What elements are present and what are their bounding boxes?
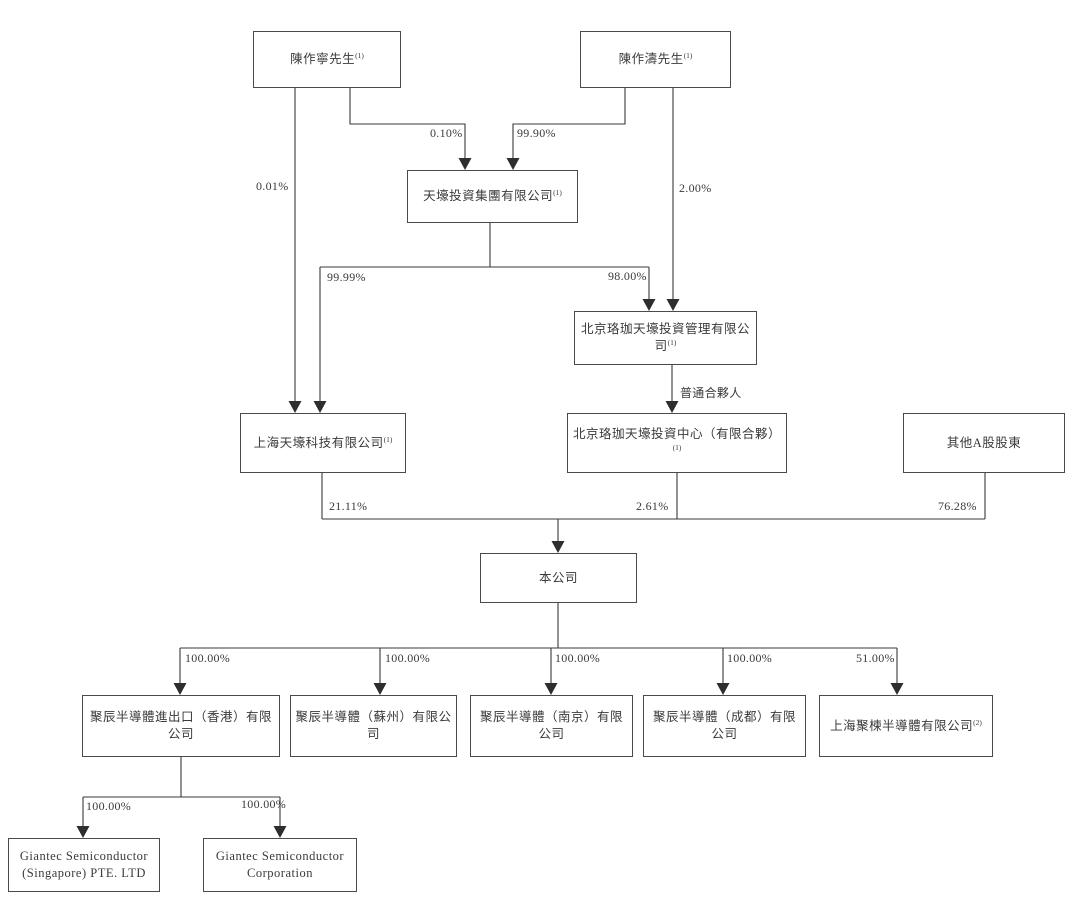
node-label: 陳作寧先生(1) xyxy=(290,50,364,67)
edge-label-chen-ning-group: 0.10% xyxy=(430,126,463,140)
node-shanghai-julian: 上海聚楝半導體有限公司(2) xyxy=(819,695,993,757)
edge-label-chen-ning-tech: 0.01% xyxy=(256,179,289,193)
node-label: 其他A股股東 xyxy=(946,435,1022,450)
edge-label-chen-tao-group: 99.90% xyxy=(517,126,556,140)
node-shanghai-tianhao-tech: 上海天壕科技有限公司(1) xyxy=(240,413,406,473)
edge-label-tech-company: 21.11% xyxy=(329,499,368,513)
edge-label-chen-tao-mgmt: 2.00% xyxy=(679,181,712,195)
node-label: 本公司 xyxy=(538,570,578,585)
edge-label-company-julian: 51.00% xyxy=(856,651,895,665)
node-the-company: 本公司 xyxy=(480,553,637,603)
edge-label-company-chengdu: 100.00% xyxy=(727,651,773,665)
connector-segments xyxy=(82,88,986,826)
node-giantec-suzhou: 聚辰半導體（蘇州）有限公司 xyxy=(290,695,457,757)
edge-label-center-company: 2.61% xyxy=(636,499,669,513)
edge-label-hk-singapore: 100.00% xyxy=(86,799,132,813)
edge-label-general-partner: 普通合夥人 xyxy=(680,386,742,400)
edge-label-company-nanjing: 100.00% xyxy=(555,651,601,665)
node-label: 聚辰半導體進出口（香港）有限公司 xyxy=(89,710,272,741)
node-luojia-tianhao-management: 北京珞珈天壕投資管理有限公司(1) xyxy=(574,311,757,365)
node-giantec-hk-import-export: 聚辰半導體進出口（香港）有限公司 xyxy=(82,695,280,757)
node-giantec-chengdu: 聚辰半導體（成都）有限公司 xyxy=(643,695,806,757)
edge-label-other-company: 76.28% xyxy=(938,499,977,513)
node-giantec-nanjing: 聚辰半導體（南京）有限公司 xyxy=(470,695,633,757)
node-other-a-shareholders: 其他A股股東 xyxy=(903,413,1065,473)
node-label: 上海天壕科技有限公司(1) xyxy=(253,434,393,450)
edge-label-group-tech: 99.99% xyxy=(327,270,366,284)
node-label: 北京珞珈天壕投資管理有限公司(1) xyxy=(580,322,750,353)
edge-label-company-hk: 100.00% xyxy=(185,651,231,665)
node-label: 陳作濤先生(1) xyxy=(618,50,693,67)
node-giantec-singapore: Giantec Semiconductor(Singapore) PTE. LT… xyxy=(8,838,160,892)
node-label: 聚辰半導體（成都）有限公司 xyxy=(652,710,796,741)
node-label: 北京珞珈天壕投資中心（有限合夥）(1) xyxy=(572,427,781,452)
node-chen-zuoning: 陳作寧先生(1) xyxy=(253,31,401,88)
node-label: 聚辰半導體（南京）有限公司 xyxy=(479,710,623,741)
edge-label-company-suzhou: 100.00% xyxy=(385,651,431,665)
node-chen-zuotao: 陳作濤先生(1) xyxy=(580,31,731,88)
edge-label-group-mgmt: 98.00% xyxy=(608,269,647,283)
node-luojia-tianhao-center: 北京珞珈天壕投資中心（有限合夥）(1) xyxy=(567,413,787,473)
node-tianhao-investment-group: 天壕投資集團有限公司(1) xyxy=(407,170,578,223)
node-label: 天壕投資集團有限公司(1) xyxy=(423,187,562,204)
node-label: 聚辰半導體（蘇州）有限公司 xyxy=(295,710,452,741)
node-label: Giantec Semiconductor(Singapore) PTE. LT… xyxy=(19,849,149,880)
node-label: 上海聚楝半導體有限公司(2) xyxy=(830,717,982,733)
edge-label-hk-corporation: 100.00% xyxy=(241,797,287,811)
